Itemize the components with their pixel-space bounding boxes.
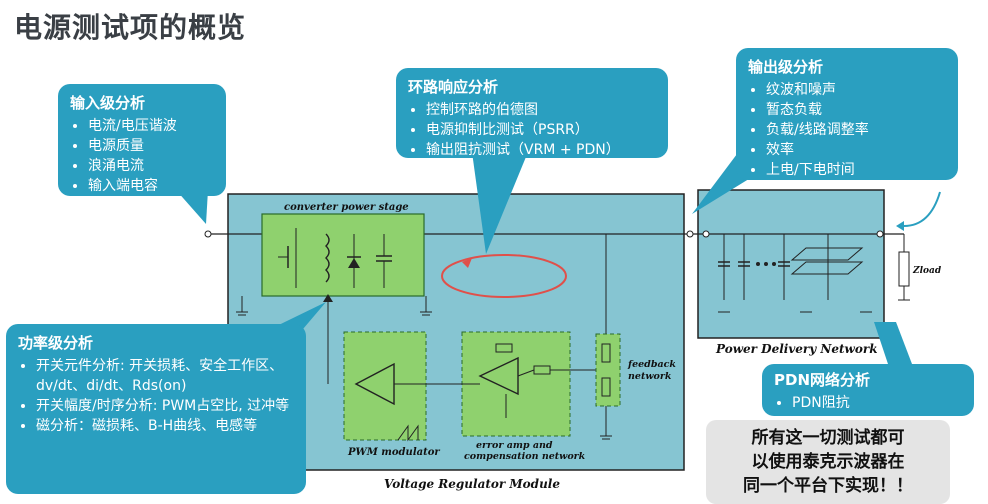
converter-power-stage <box>261 213 425 297</box>
error-amp-label-1: error amp and <box>476 440 553 451</box>
output-item: 纹波和噪声 <box>766 80 946 100</box>
output-item: 暂态负载 <box>766 100 946 120</box>
power-analysis-callout: 功率级分析 开关元件分析: 开关损耗、安全工作区、dv/dt、di/dt、Rds… <box>6 324 306 494</box>
pwm-label: PWM modulator <box>347 447 440 458</box>
input-terminal <box>204 230 212 238</box>
control-loop-ellipse <box>441 254 567 298</box>
pwm-modulator <box>343 331 427 441</box>
loop-pointer <box>472 152 528 254</box>
output-analysis-callout: 输出级分析 纹波和噪声 暂态负载 负载/线路调整率 效率 上电/下电时间 <box>736 48 958 180</box>
loop-item: 输出阻抗测试（VRM + PDN） <box>426 140 656 160</box>
loop-analysis-heading: 环路响应分析 <box>408 78 499 96</box>
vrm-label: Voltage Regulator Module <box>384 477 560 491</box>
vrm-output-terminal <box>686 230 694 238</box>
loop-item: 控制环路的伯德图 <box>426 100 656 120</box>
pdn-pointer <box>874 322 912 364</box>
power-analysis-heading: 功率级分析 <box>18 334 94 352</box>
pdn-analysis-callout: PDN网络分析 PDN阻抗 <box>762 364 974 416</box>
power-item: 磁分析：磁损耗、B-H曲线、电感等 <box>36 416 294 436</box>
summary-box: 所有这一切测试都可 以使用泰克示波器在 同一个平台下实现！！ <box>706 420 950 504</box>
feedback-label-1: feedback <box>627 359 676 370</box>
pdn-item: PDN阻抗 <box>792 393 962 413</box>
input-analysis-heading: 输入级分析 <box>70 94 146 112</box>
pdn-label: Power Delivery Network <box>715 342 878 356</box>
input-item: 浪涌电流 <box>88 156 214 176</box>
summary-line: 所有这一切测试都可 <box>751 428 905 448</box>
page-title: 电源测试项的概览 <box>14 11 247 44</box>
output-item: 效率 <box>766 140 946 160</box>
error-amp-label-2: compensation network <box>464 451 586 462</box>
input-item: 输入端电容 <box>88 176 214 196</box>
summary-line: 同一个平台下实现！！ <box>743 476 913 496</box>
output-item: 负载/线路调整率 <box>766 120 946 140</box>
pdn-analysis-heading: PDN网络分析 <box>774 371 870 389</box>
power-item: 开关元件分析: 开关损耗、安全工作区、dv/dt、di/dt、Rds(on) <box>36 356 294 396</box>
input-item: 电源质量 <box>88 136 214 156</box>
zload-label: Zload <box>912 266 942 276</box>
loop-analysis-callout: 环路响应分析 控制环路的伯德图 电源抑制比测试（PSRR） 输出阻抗测试（VRM… <box>396 68 668 158</box>
output-analysis-heading: 输出级分析 <box>748 58 824 76</box>
pdn-box <box>697 189 885 339</box>
converter-label: converter power stage <box>284 202 409 213</box>
feedback-network <box>595 333 621 407</box>
loop-item: 电源抑制比测试（PSRR） <box>426 120 656 140</box>
input-pointer <box>176 190 208 224</box>
input-analysis-callout: 输入级分析 电流/电压谐波 电源质量 浪涌电流 输入端电容 <box>58 84 226 196</box>
load-impedance <box>898 251 910 287</box>
summary-line: 以使用泰克示波器在 <box>751 452 905 472</box>
output-item: 上电/下电时间 <box>766 160 946 180</box>
input-item: 电流/电压谐波 <box>88 116 214 136</box>
feedback-label-2: network <box>628 371 672 382</box>
power-item: 开关幅度/时序分析: PWM占空比, 过冲等 <box>36 396 294 416</box>
